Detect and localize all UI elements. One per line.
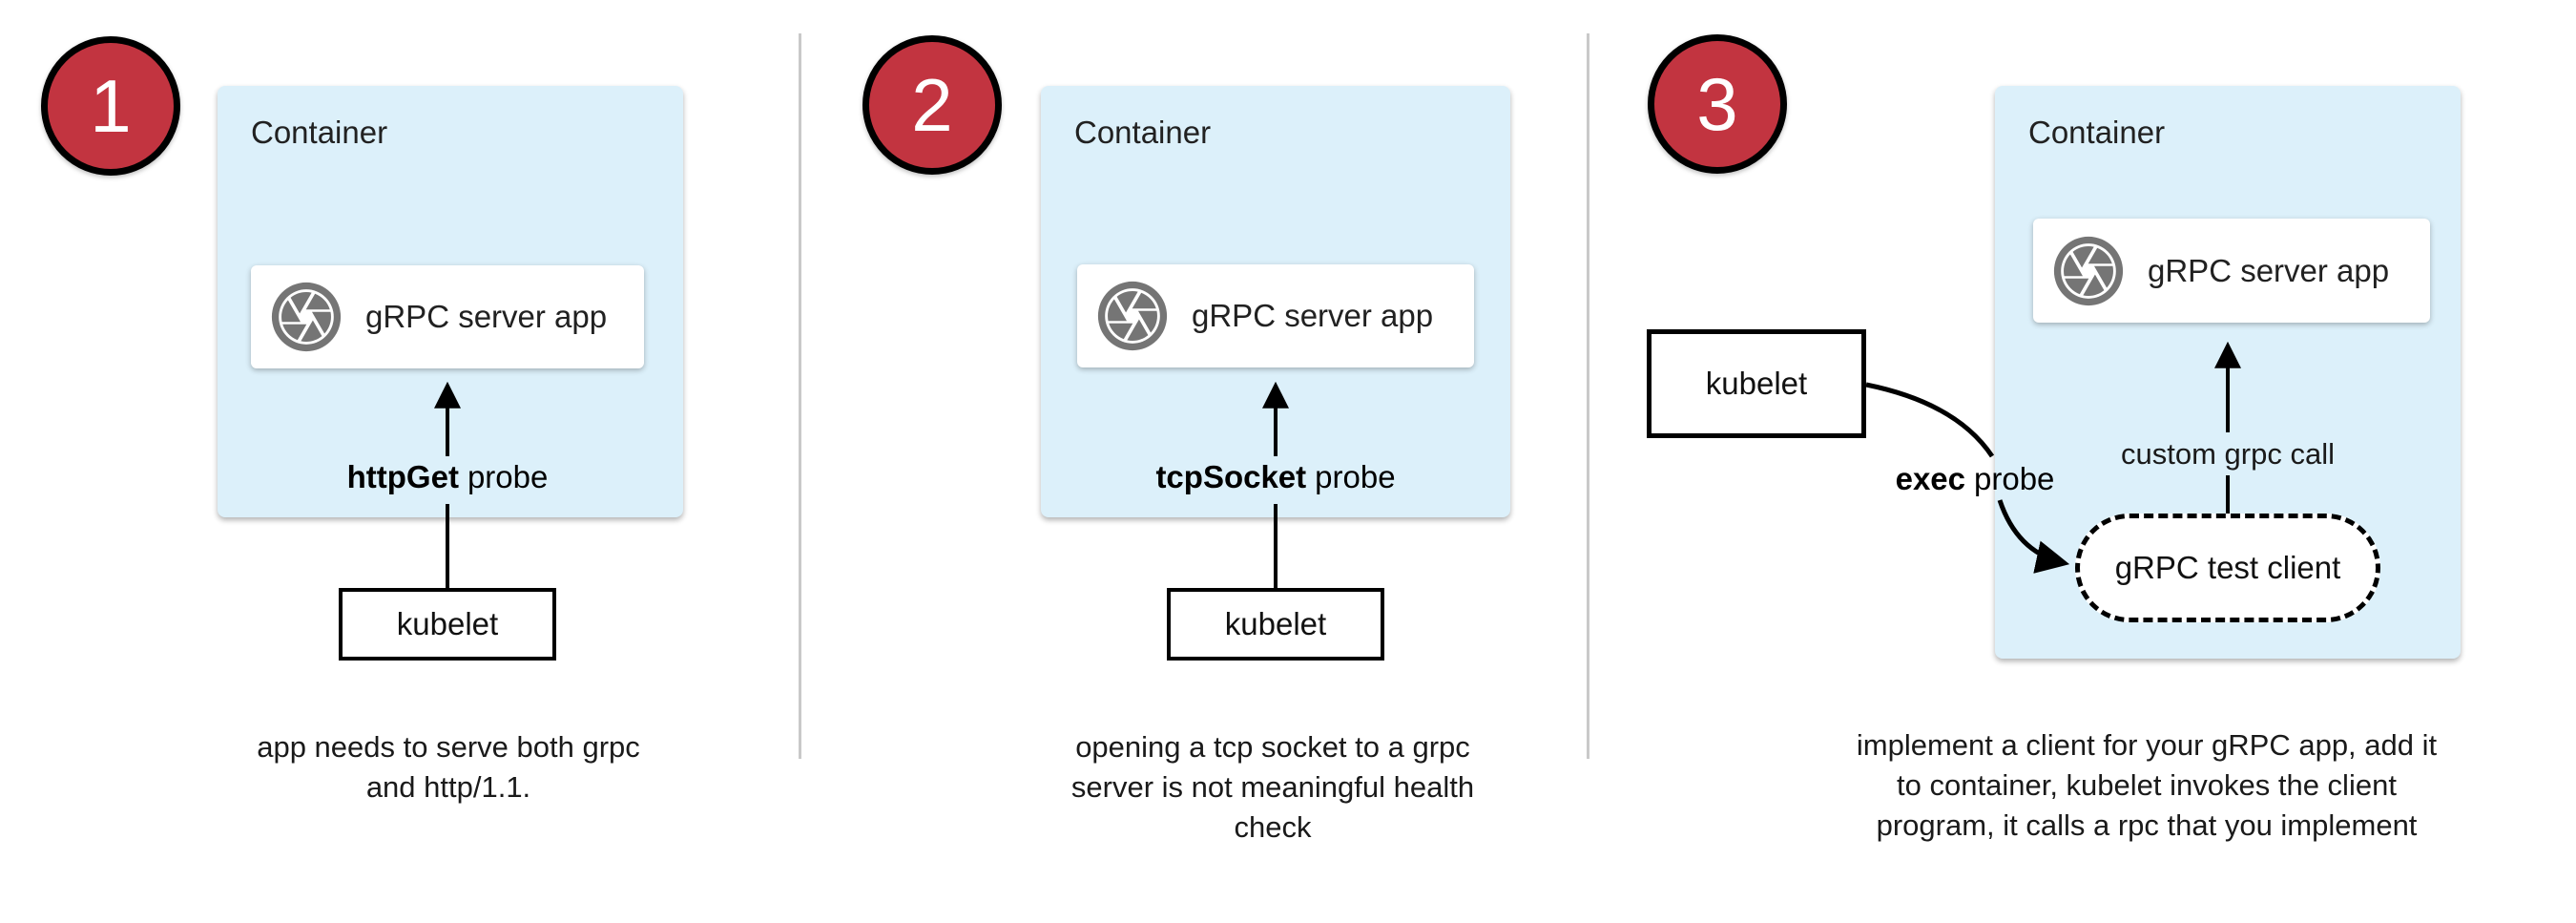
probe-type-2: tcpSocket xyxy=(1155,459,1307,494)
custom-grpc-call-text: custom grpc call xyxy=(2121,437,2335,471)
grpc-server-app-label-3: gRPC server app xyxy=(2148,252,2390,288)
kubelet-box-2: kubelet xyxy=(1167,588,1384,661)
container-label-3: Container xyxy=(2028,115,2166,150)
caption-line: server is not meaningful health xyxy=(1070,770,1475,804)
step-badge-2: 2 xyxy=(862,35,1002,175)
grpc-server-app-label-1: gRPC server app xyxy=(365,299,608,334)
aperture-icon xyxy=(2053,236,2124,305)
step-number-2: 2 xyxy=(911,63,953,147)
probe-type-1: httpGet xyxy=(346,459,459,494)
kubelet-box-3: kubelet xyxy=(1647,329,1866,438)
container-label-2: Container xyxy=(1074,115,1212,150)
probe-word-1: probe xyxy=(467,459,549,494)
column-divider-1 xyxy=(799,33,801,759)
caption-3: implement a client for your gRPC app, ad… xyxy=(1813,725,2481,846)
probe-word-3: probe xyxy=(1974,461,2055,496)
aperture-icon xyxy=(271,282,342,352)
caption-line: to container, kubelet invokes the client xyxy=(1897,768,2397,802)
kubelet-box-1: kubelet xyxy=(339,588,556,661)
kubelet-label-2: kubelet xyxy=(1224,606,1327,641)
kubelet-label-3: kubelet xyxy=(1705,366,1808,401)
caption-line: and http/1.1. xyxy=(365,770,531,804)
caption-line: implement a client for your gRPC app, ad… xyxy=(1856,728,2438,762)
exec-probe-curve-upper xyxy=(1865,382,1995,458)
caption-line: app needs to serve both grpc xyxy=(257,730,640,764)
custom-grpc-call-label: custom grpc call xyxy=(2121,437,2335,472)
kubelet-label-1: kubelet xyxy=(396,606,499,641)
caption-2: opening a tcp socket to a grpc server is… xyxy=(1034,727,1511,848)
caption-1: app needs to serve both grpc and http/1.… xyxy=(210,727,687,808)
step-number-3: 3 xyxy=(1696,62,1738,146)
caption-line: check xyxy=(1234,810,1312,844)
aperture-icon xyxy=(1097,281,1168,351)
step-badge-1: 1 xyxy=(41,36,180,176)
probe-type-3: exec xyxy=(1895,461,1966,496)
caption-line: program, it calls a rpc that you impleme… xyxy=(1876,808,2418,842)
column-divider-2 xyxy=(1587,33,1589,759)
grpc-server-app-box-3: gRPC server app xyxy=(2033,219,2430,323)
grpc-server-app-box-2: gRPC server app xyxy=(1077,264,1474,367)
step-number-1: 1 xyxy=(90,64,132,148)
step-badge-3: 3 xyxy=(1648,34,1787,174)
grpc-server-app-label-2: gRPC server app xyxy=(1192,298,1434,333)
probe-word-2: probe xyxy=(1315,459,1396,494)
grpc-test-client-oval: gRPC test client xyxy=(2075,514,2380,622)
grpc-server-app-box-1: gRPC server app xyxy=(251,265,644,368)
caption-line: opening a tcp socket to a grpc xyxy=(1075,730,1470,764)
grpc-test-client-label: gRPC test client xyxy=(2114,550,2341,585)
container-label-1: Container xyxy=(251,115,388,150)
